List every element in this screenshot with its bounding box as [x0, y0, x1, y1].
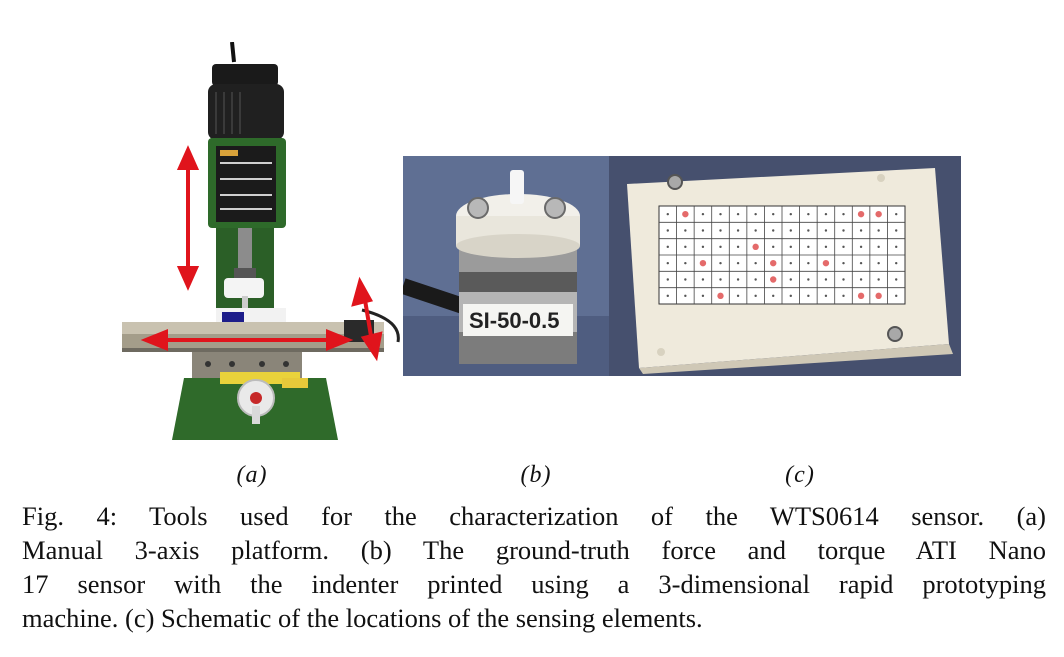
caption-line: 17 sensor with the indenter printed usin… — [22, 569, 1046, 599]
sensor-model-label: SI-50-0.5 — [469, 308, 560, 333]
panel-label-c: (c) — [785, 462, 815, 488]
caption-line: Manual 3-axis platform. (b) The ground-t… — [22, 535, 1046, 565]
sensing-element-grid — [658, 205, 906, 305]
figure-panel-a — [112, 42, 404, 442]
caption-line: Fig. 4: Tools used for the characterizat… — [22, 501, 1046, 531]
panel-label-b: (b) — [520, 462, 552, 488]
tactile-sensor-grid-photo — [609, 156, 961, 376]
figure-caption: Fig. 4: Tools used for the characterizat… — [22, 499, 1046, 635]
figure-panel-b: SI-50-0.5 — [403, 156, 609, 376]
force-sensor-photo: SI-50-0.5 — [403, 156, 609, 376]
figure-panel-c — [609, 156, 961, 376]
milling-platform-photo — [122, 42, 400, 440]
caption-line: machine. (c) Schematic of the locations … — [22, 603, 703, 633]
panel-label-a: (a) — [236, 462, 268, 488]
